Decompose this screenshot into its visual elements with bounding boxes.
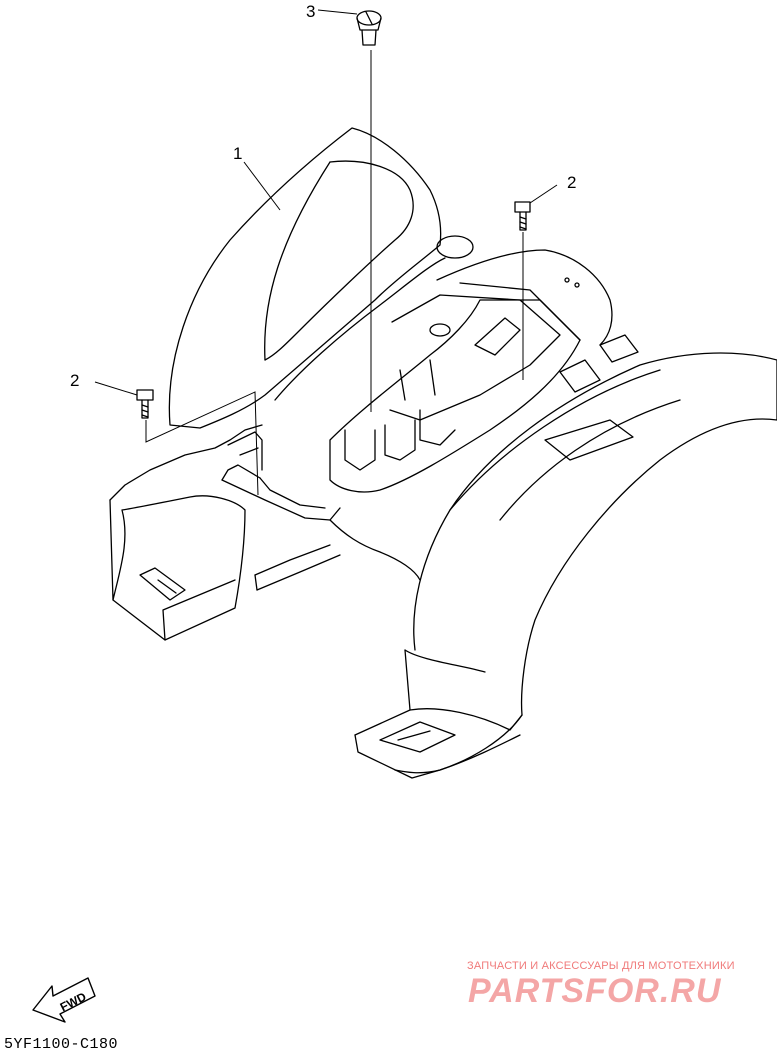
- callout-part-1: 1: [233, 144, 243, 163]
- watermark-tagline: ЗАПЧАСТИ И АКСЕССУАРЫ ДЛЯ МОТОТЕХНИКИ: [467, 960, 735, 972]
- bolt-left-icon: [136, 389, 154, 419]
- leader-lines: [94, 9, 558, 496]
- callout-part-2-left: 2: [70, 371, 80, 390]
- callout-part-2-right: 2: [567, 173, 577, 192]
- clip-fastener-icon: [356, 10, 382, 46]
- watermark-brand: PARTSFOR.RU: [468, 972, 722, 1010]
- fwd-label: FWD: [58, 989, 89, 1014]
- diagram-code: 5YF1100-C180: [4, 1036, 119, 1053]
- bolt-right-icon: [514, 201, 531, 231]
- rear-fender-part: [109, 127, 777, 779]
- fwd-arrow-icon: FWD: [32, 977, 96, 1023]
- callout-part-3: 3: [306, 2, 316, 21]
